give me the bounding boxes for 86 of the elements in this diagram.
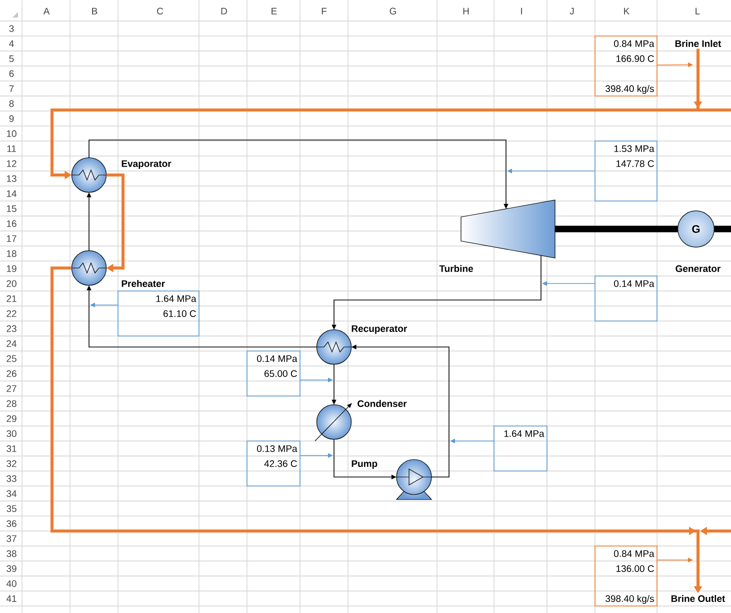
- data-box: [494, 426, 548, 472]
- data-box: [594, 36, 658, 96]
- row-header: 4: [9, 40, 14, 47]
- column-header: E: [272, 8, 277, 14]
- column-header: B: [92, 8, 98, 14]
- row-header: 8: [9, 100, 14, 107]
- column-header: J: [570, 8, 574, 14]
- equipment-label: Pump: [352, 460, 378, 469]
- data-box: [594, 140, 658, 202]
- data-box: [246, 350, 300, 396]
- row-header: 22: [6, 310, 16, 317]
- row-header: 28: [6, 400, 16, 407]
- row-header: 13: [6, 175, 16, 182]
- pipe-arrow: [106, 174, 124, 272]
- cell-value: 136.00 C: [616, 565, 654, 572]
- equipment-label: Preheater: [122, 280, 165, 287]
- column-header: G: [390, 8, 396, 14]
- data-box: [594, 276, 658, 322]
- cell-value: 0.14 MPa: [257, 355, 298, 362]
- row-header: 29: [6, 415, 16, 422]
- row-header: 16: [6, 220, 16, 227]
- row-header: 40: [6, 580, 16, 587]
- data-box: [594, 546, 658, 606]
- cell-value: 61.10 C: [164, 310, 196, 317]
- equipment-label: Turbine: [439, 265, 473, 272]
- shaft-line: [555, 226, 678, 232]
- row-header: 3: [9, 25, 14, 32]
- row-header: 33: [6, 475, 16, 482]
- row-header: 35: [6, 505, 16, 512]
- row-header: 26: [6, 370, 16, 377]
- cell-value: 398.40 kg/s: [606, 85, 654, 94]
- column-header: F: [322, 8, 327, 14]
- row-header: 5: [9, 55, 14, 62]
- cell-value: 398.40 kg/s: [606, 595, 654, 604]
- row-header: 6: [9, 70, 14, 77]
- column-header: C: [157, 8, 164, 14]
- cell-value: 0.84 MPa: [614, 40, 654, 47]
- row-header: 9: [9, 115, 14, 122]
- row-header: 10: [6, 130, 16, 137]
- cell-value: 166.90 C: [616, 55, 654, 62]
- data-box: [246, 440, 300, 486]
- column-header: I: [521, 8, 522, 14]
- row-header: 20: [6, 280, 16, 287]
- row-header: 34: [6, 490, 16, 497]
- stream-label: Brine Outlet: [671, 595, 726, 602]
- row-header: 25: [6, 355, 16, 362]
- cell-value: 0.84 MPa: [614, 550, 654, 557]
- row-header: 27: [6, 385, 16, 392]
- row-header: 38: [6, 550, 16, 557]
- column-header: D: [221, 8, 227, 14]
- row-header: 39: [6, 565, 16, 572]
- stream-label: Brine Inlet: [675, 40, 722, 47]
- row-header: 32: [6, 460, 16, 467]
- cell-value: 1.64 MPa: [504, 430, 544, 437]
- cell-value: 1.64 MPa: [156, 295, 196, 302]
- equipment-label: Generator: [676, 265, 721, 272]
- row-header: 31: [6, 445, 16, 452]
- row-header: 18: [6, 250, 16, 257]
- column-header: A: [43, 8, 50, 14]
- equipment-label: Recuperator: [352, 325, 408, 334]
- row-header: 15: [6, 205, 16, 212]
- row-header: 41: [6, 595, 16, 602]
- row-header: 37: [6, 535, 16, 542]
- cell-value: 0.14 MPa: [614, 280, 654, 287]
- column-header: K: [624, 8, 630, 14]
- column-header: L: [696, 8, 700, 14]
- column-header: H: [463, 8, 469, 14]
- row-header: 19: [6, 265, 16, 272]
- row-header: 21: [6, 295, 16, 302]
- row-header: 17: [6, 235, 16, 242]
- cell-value: 42.36 C: [264, 460, 297, 467]
- cell-value: 1.53 MPa: [614, 145, 654, 152]
- row-header: 30: [6, 430, 16, 437]
- row-header: 7: [9, 85, 14, 92]
- row-header: 23: [6, 325, 16, 332]
- data-box: [118, 290, 200, 336]
- cell-value: 147.78 C: [616, 160, 654, 167]
- cell-value: 65.00 C: [264, 370, 297, 377]
- row-header: 14: [6, 190, 16, 197]
- row-header: 36: [6, 520, 16, 527]
- row-header: 24: [6, 340, 16, 347]
- equipment-label: Evaporator: [122, 160, 172, 169]
- row-header: 12: [6, 160, 16, 167]
- cell-value: 0.13 MPa: [257, 445, 298, 452]
- equipment-label: Condenser: [358, 400, 407, 407]
- row-header: 11: [7, 145, 16, 152]
